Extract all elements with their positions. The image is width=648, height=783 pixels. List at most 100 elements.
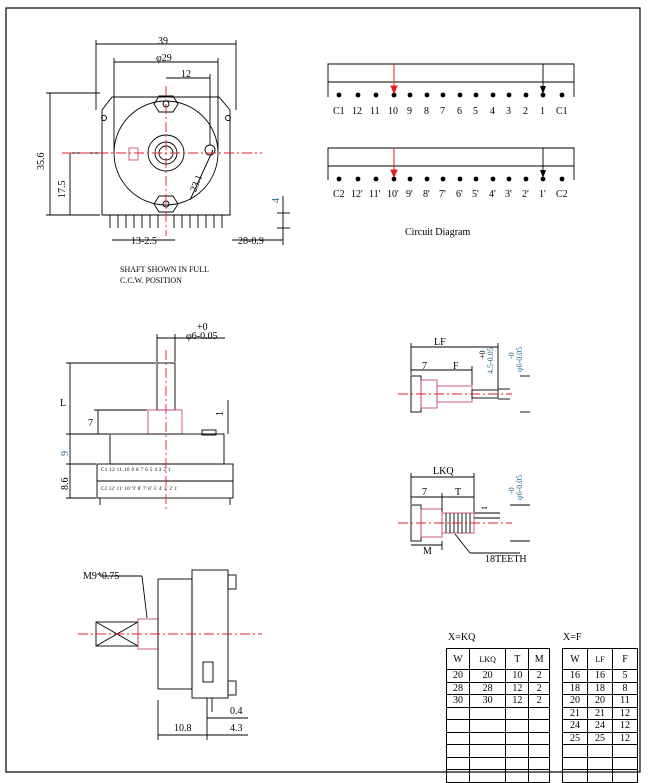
table-row-empty <box>446 769 550 783</box>
table-row-empty <box>562 769 638 783</box>
shaft-kq-drawing <box>410 473 530 554</box>
table-kq-title: X=KQ <box>448 632 476 643</box>
circuit-label-1-9: 4 <box>490 106 495 117</box>
side-pin-bottom-2: 11' <box>116 487 123 492</box>
circuit-label-2-5: 8' <box>423 189 430 200</box>
top-dim-28-0-9: 28-0.9 <box>238 236 264 247</box>
side-pin-top-11: 2 <box>163 468 167 473</box>
circuit-label-2-13: C2 <box>556 189 568 200</box>
table-cell: 28 <box>468 681 507 695</box>
circuit-label-2-4: 9' <box>406 189 413 200</box>
top-dim-4: 4 <box>271 198 282 203</box>
table-cell: 28 <box>446 681 470 695</box>
table-cell: 21 <box>562 706 588 720</box>
table-row-empty <box>562 744 638 758</box>
circuit-label-1-12: 1 <box>540 106 545 117</box>
side-pin-top-4: 9 <box>131 468 135 473</box>
side-pin-bottom-8: 5' <box>153 487 158 492</box>
top-view-drawing <box>46 40 290 245</box>
side-pin-top-0: C1 <box>101 468 108 473</box>
table-row: 25 25 12 <box>562 731 638 745</box>
shaft-f-dim-LF: LF <box>434 337 446 348</box>
shaft-kq-teeth-label: 18TEETH <box>485 554 527 565</box>
top-dim-39: 39 <box>158 36 168 47</box>
side-dim-7: 7 <box>88 418 93 429</box>
table-cell: 16 <box>562 669 588 683</box>
table-cell: 2 <box>528 669 550 683</box>
table-row-empty <box>446 744 550 758</box>
side-dim-tol: +0 <box>197 322 208 333</box>
table-cell: 12 <box>612 706 638 720</box>
table-cell: 30 <box>446 694 470 708</box>
side-dim-phi6: φ6-0.05 <box>186 331 218 342</box>
circuit-label-2-7: 6' <box>456 189 463 200</box>
table-cell: 12 <box>505 694 530 708</box>
table-cell: 24 <box>562 719 588 733</box>
table-row: 20 20 10 2 <box>446 669 550 683</box>
side-pin-bottom-12: 1' <box>174 487 179 492</box>
circuit-label-2-1: 12' <box>351 189 363 200</box>
top-dim-13-2-5: 13-2.5 <box>131 236 157 247</box>
table-kq-header-row: W LKQ T M <box>446 648 550 670</box>
circuit-diagram <box>327 63 575 180</box>
table-cell: 20 <box>562 694 588 708</box>
table-row: 24 24 12 <box>562 719 638 733</box>
side-pin-bottom-4: 9' <box>132 487 137 492</box>
table-cell: 21 <box>587 706 613 720</box>
side-dim-9: 9 <box>60 451 71 456</box>
side-pin-top-8: 5 <box>149 468 153 473</box>
side-dim-1: 1 <box>215 411 226 416</box>
circuit-label-2-6: 7' <box>439 189 446 200</box>
side-pin-top-10: 3 <box>158 468 162 473</box>
table-f-header: W <box>562 648 588 670</box>
side-pin-bottom-10: 3' <box>164 487 168 492</box>
table-row-empty <box>446 719 550 733</box>
shaft-kq-dim-M: M <box>423 546 432 557</box>
side-pin-top-5: 8 <box>136 468 139 473</box>
side-pin-bottom-11: 2' <box>169 487 174 492</box>
bottom-thread-label: M9*0.75 <box>83 571 120 582</box>
table-cell: 24 <box>587 719 613 733</box>
table-cell: 18 <box>562 681 588 695</box>
circuit-label-1-2: 11 <box>370 106 380 117</box>
circuit-label-2-9: 4' <box>489 189 496 200</box>
table-cell: 25 <box>562 731 588 745</box>
top-dim-12: 12 <box>181 69 191 80</box>
table-cell: 12 <box>505 681 530 695</box>
shaft-f-dim-4-5: 4.5-0.05 <box>486 347 495 374</box>
circuit-label-2-10: 3' <box>505 189 512 200</box>
table-row-empty <box>446 756 550 770</box>
circuit-label-1-5: 8 <box>424 106 429 117</box>
table-row: 18 18 8 <box>562 681 638 695</box>
shaft-kq-dim-7: 7 <box>422 487 427 498</box>
shaft-kq-dim-T: T <box>455 487 462 498</box>
side-pin-top-7: 6 <box>145 468 149 473</box>
bottom-dim-10-8: 10.8 <box>174 723 192 734</box>
top-view-centerlines <box>62 86 262 236</box>
table-kq-header: W <box>446 648 470 670</box>
bottom-dim-4-3: 4.3 <box>230 723 243 734</box>
circuit-label-1-10: 3 <box>506 106 511 117</box>
circuit-label-1-13: C1 <box>556 106 568 117</box>
table-cell: 18 <box>587 681 613 695</box>
side-dim-L: L <box>60 398 67 409</box>
table-f-header: F <box>612 648 638 670</box>
shaft-kq-dim-phi6: φ6-0.05 <box>515 474 524 500</box>
circuit-label-1-7: 6 <box>457 106 462 117</box>
circuit-label-1-8: 5 <box>473 106 478 117</box>
table-cell: 12 <box>612 719 638 733</box>
side-pin-bottom-6: 7' <box>142 487 147 492</box>
table-cell: 10 <box>505 669 530 683</box>
table-cell: 20 <box>446 669 470 683</box>
table-cell: 2 <box>528 681 550 695</box>
table-f-header: LF <box>587 648 613 670</box>
circuit-label-1-4: 9 <box>407 106 412 117</box>
circuit-label-2-8: 5' <box>472 189 479 200</box>
table-row: 30 30 12 2 <box>446 694 550 708</box>
table-row-empty <box>446 706 550 720</box>
table-row-empty <box>562 756 638 770</box>
drawing-border <box>5 7 641 773</box>
shaft-kq-dim-1: 1 <box>480 506 489 510</box>
circuit-contacts <box>336 86 565 182</box>
table-row: 21 21 12 <box>562 706 638 720</box>
